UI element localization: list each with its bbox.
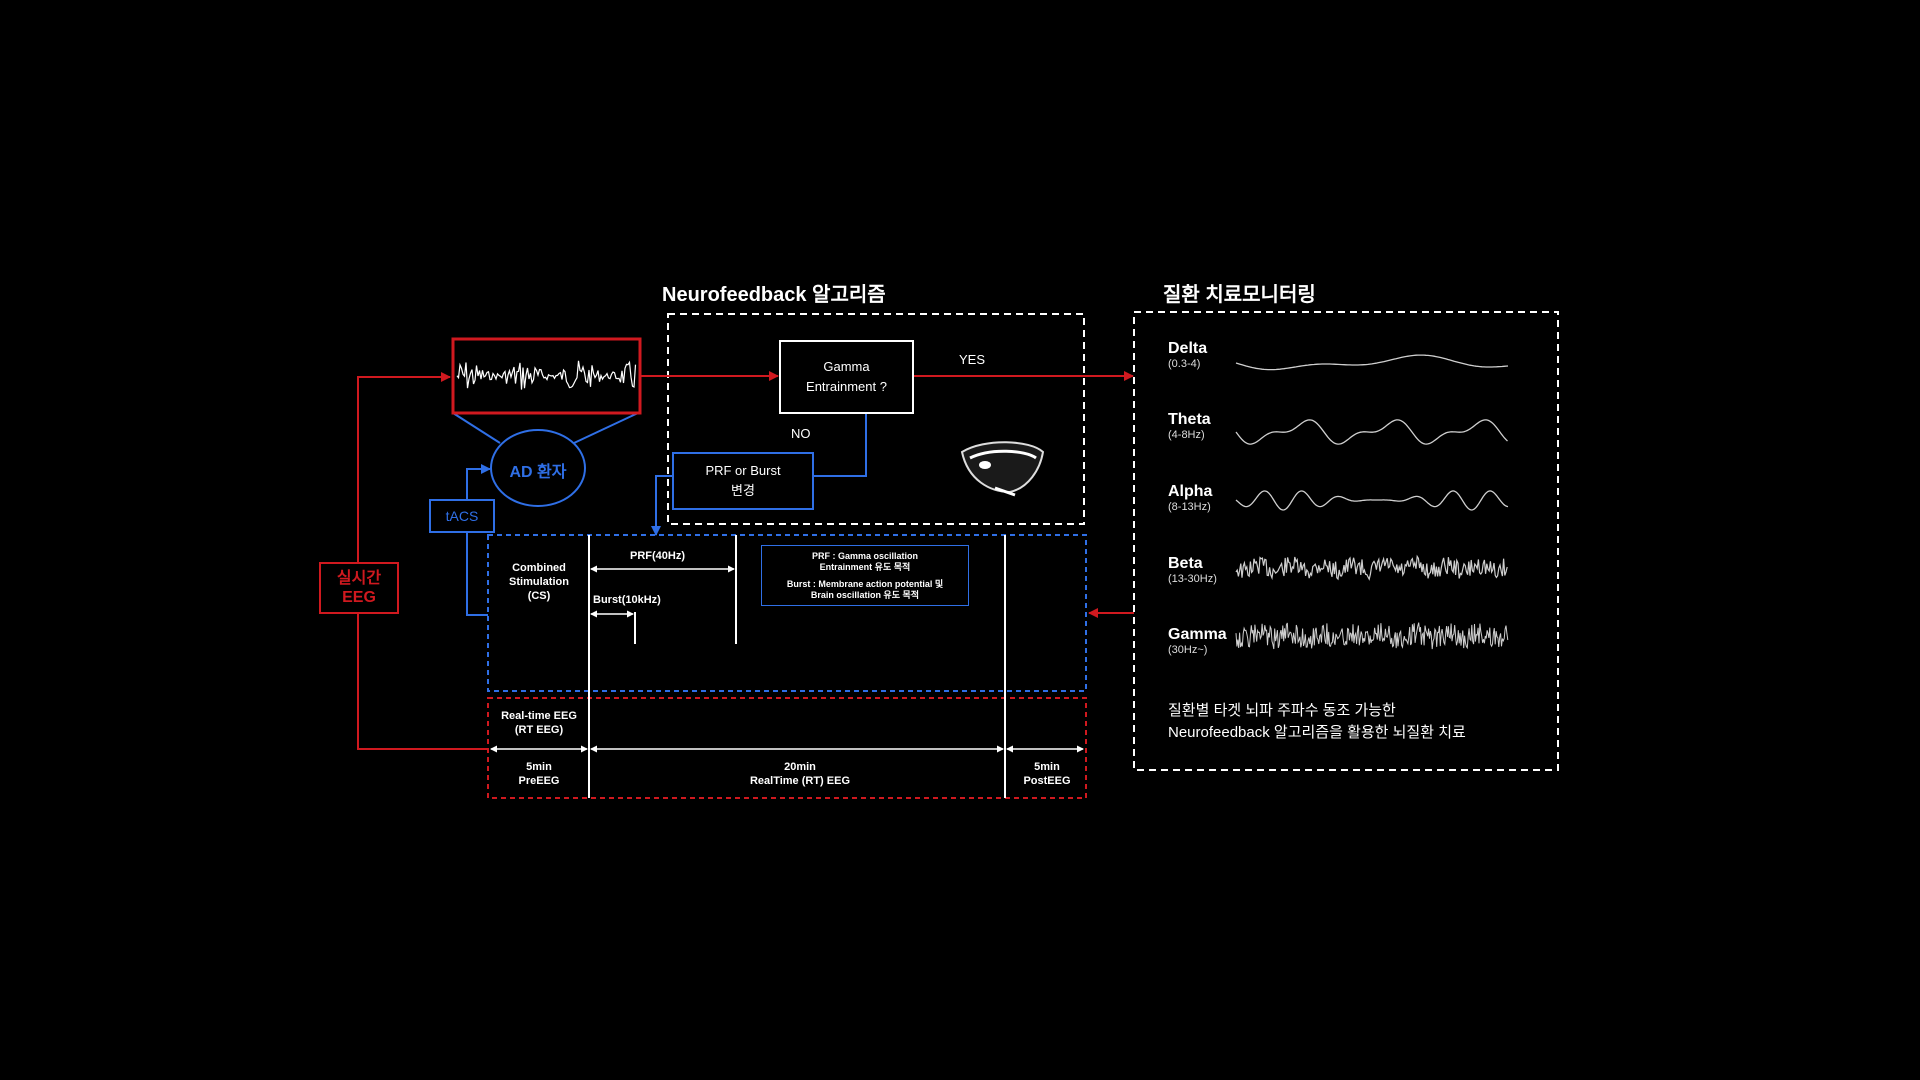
prf-label: PRF(40Hz) xyxy=(630,550,686,562)
delta-waveform xyxy=(1235,354,1509,371)
burst-label: Burst(10kHz) xyxy=(593,594,661,606)
patient-node xyxy=(490,429,586,507)
gamma-entrainment-decision: Gamma Entrainment ? xyxy=(779,340,914,414)
combined-stimulation-label: Combined Stimulation (CS) xyxy=(509,562,569,602)
tacs-box: tACS xyxy=(429,499,495,533)
monitoring-frame xyxy=(1133,311,1559,771)
rt-eeg-label: Real-time EEG (RT EEG) xyxy=(501,710,577,736)
band-beta: Beta (13-30Hz) xyxy=(1168,555,1217,585)
pre-eeg-label: 5min PreEEG xyxy=(518,761,560,787)
line-no-to-prf xyxy=(814,414,867,477)
patient-label: AD 환자 xyxy=(509,464,567,481)
headset-device-icon xyxy=(960,441,1045,497)
realtime-eeg-label-line2: EEG xyxy=(342,589,376,606)
realtime-eeg-box: 실시간 EEG xyxy=(319,562,399,614)
band-delta: Delta (0.3-4) xyxy=(1168,340,1208,370)
tacs-label: tACS xyxy=(445,508,479,524)
algorithm-frame xyxy=(667,313,1085,525)
prf-change-line2: 변경 xyxy=(731,483,755,498)
arrow-tacs-to-patient xyxy=(466,464,491,499)
line-eeg-to-timeline xyxy=(357,614,488,750)
theta-waveform xyxy=(1235,419,1508,445)
prf-burst-change-box: PRF or Burst 변경 xyxy=(672,452,814,510)
prf-change-line1: PRF or Burst xyxy=(705,463,781,478)
realtime-eeg-label-line1: 실시간 xyxy=(336,570,382,587)
stimulation-notes-box: PRF : Gamma oscillation Entrainment 유도 목… xyxy=(761,545,969,606)
monitoring-title: 질환 치료모니터링 xyxy=(1163,284,1316,306)
algorithm-title: Neurofeedback 알고리즘 xyxy=(662,284,886,306)
post-eeg-label: 5min PostEEG xyxy=(1023,761,1071,787)
beta-waveform xyxy=(1235,554,1508,581)
yes-label: YES xyxy=(959,352,986,367)
stimulation-frame xyxy=(487,534,1087,692)
band-alpha: Alpha (8-13Hz) xyxy=(1168,483,1213,513)
gamma-decision-line2: Entrainment ? xyxy=(806,379,887,394)
arrow-prf-to-stimulation xyxy=(651,475,672,536)
gamma-waveform xyxy=(1235,622,1509,650)
line-tacs-to-stimulation xyxy=(466,533,488,616)
alpha-waveform xyxy=(1235,490,1509,511)
gamma-decision-line1: Gamma xyxy=(823,359,870,374)
monitoring-caption: 질환별 타겟 뇌파 주파수 동조 가능한 Neurofeedback 알고리즘을… xyxy=(1168,702,1466,741)
link-signal-patient-right xyxy=(573,412,639,444)
rt-eeg-duration-label: 20min RealTime (RT) EEG xyxy=(749,761,851,787)
link-signal-patient-left xyxy=(452,412,501,444)
band-gamma: Gamma (30Hz~) xyxy=(1168,626,1227,656)
arrow-eeg-to-signal xyxy=(357,372,451,562)
band-theta: Theta (4-8Hz) xyxy=(1168,411,1211,441)
no-label: NO xyxy=(791,426,811,441)
raw-eeg-waveform xyxy=(456,360,637,390)
